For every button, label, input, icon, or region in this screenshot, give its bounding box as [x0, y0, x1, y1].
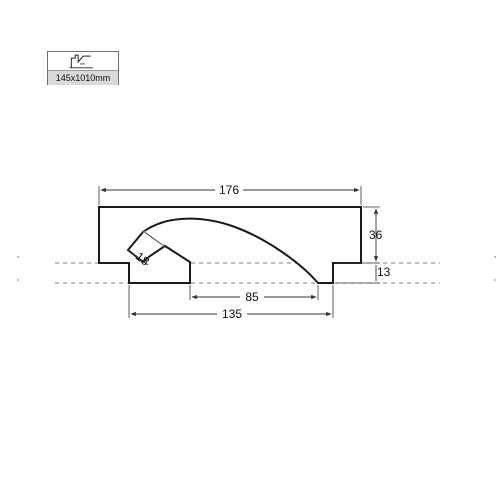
profile-badge: 145x1010mm — [47, 51, 119, 85]
dim-label-bottom-width: 135 — [222, 307, 242, 321]
groove-mark-left: × — [142, 229, 146, 236]
dim-label-height-step: 13 — [377, 265, 391, 279]
extension-lines — [98, 186, 380, 318]
dim-label-bottom-opening: 85 — [245, 290, 259, 304]
profile-size-label: 145x1010mm — [48, 70, 118, 85]
groove-mark-right: × — [161, 243, 165, 250]
dim-label-height-top: 36 — [369, 228, 383, 242]
dim-label-overall-width: 176 — [219, 183, 239, 197]
edge-ticks — [17, 256, 496, 281]
profile-outline — [98, 206, 362, 284]
profile-section-icon — [69, 54, 93, 69]
dim-line-groove-base — [127, 249, 149, 266]
dim-line-groove — [142, 230, 165, 247]
